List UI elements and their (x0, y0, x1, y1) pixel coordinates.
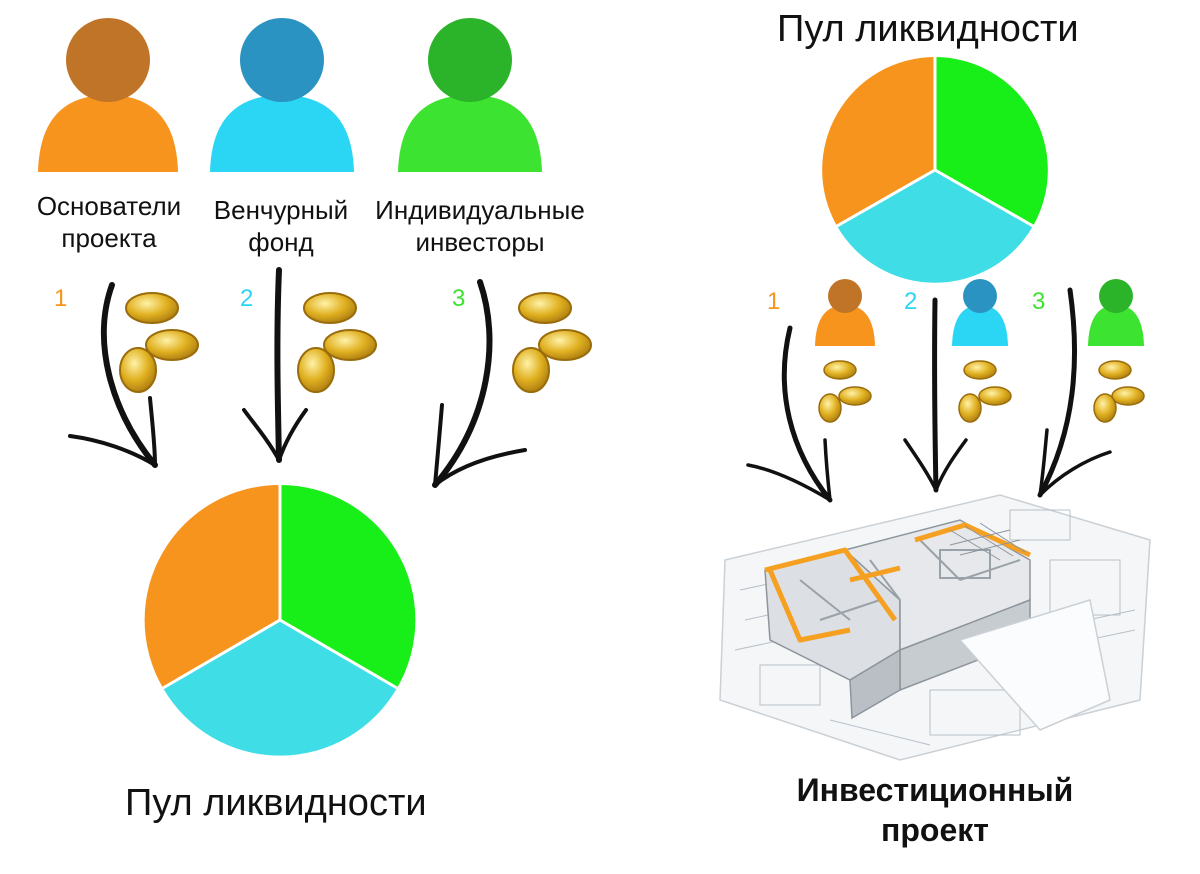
individual-label-line1: Индивидуальные (375, 195, 585, 225)
coins-small-3-icon (1093, 360, 1145, 423)
pie-right-icon (822, 57, 1048, 283)
individual-label: Индивидуальные инвесторы (360, 194, 600, 258)
person-small-founders-icon (815, 279, 875, 346)
arrow-1-icon (68, 282, 158, 468)
arrow-right-1-icon (746, 325, 833, 503)
coins-3-icon (512, 292, 592, 393)
pie-left-icon (144, 484, 416, 756)
arrow-right-3-icon (1037, 287, 1112, 498)
coins-small-2-icon (958, 360, 1012, 423)
investment-project-label-line1: Инвестиционный (796, 772, 1074, 808)
building-project-illustration-icon (719, 494, 1151, 761)
founders-label-line2: проекта (61, 223, 157, 253)
pool-title-left: Пул ликвидности (125, 782, 427, 824)
founders-label: Основатели проекта (14, 190, 204, 254)
person-individual-figure (398, 18, 542, 172)
person-venture-figure (210, 18, 354, 172)
step-number-2: 2 (240, 285, 254, 312)
person-small-individual-icon (1088, 279, 1144, 346)
person-founders-figure (38, 18, 178, 172)
pie-left-cyan (163, 620, 397, 756)
venture-label-line1: Венчурный (213, 195, 349, 225)
pie-right-orange (822, 57, 935, 226)
arrow-right-2-icon (903, 297, 968, 493)
coins-2-icon (297, 292, 377, 393)
person-small-venture-icon (952, 279, 1008, 346)
pie-left-green (280, 484, 416, 688)
pie-right-cyan (837, 170, 1033, 283)
right-step-number-3: 3 (1032, 288, 1046, 315)
venture-label: Венчурный фонд (196, 194, 366, 258)
step-number-3: 3 (452, 285, 466, 312)
venture-label-line2: фонд (248, 227, 314, 257)
individual-label-line2: инвесторы (415, 227, 545, 257)
step-number-1: 1 (54, 285, 68, 312)
founders-label-line1: Основатели (36, 191, 182, 221)
pool-title-right: Пул ликвидности (777, 8, 1079, 50)
pie-right-green (935, 57, 1048, 226)
investment-project-label: Инвестиционный проект (770, 770, 1100, 850)
right-step-number-1: 1 (767, 288, 781, 315)
coins-small-1-icon (818, 360, 872, 423)
pie-left-orange (144, 484, 280, 688)
right-step-number-2: 2 (904, 288, 918, 315)
investment-project-label-line2: проект (881, 812, 989, 848)
arrow-3-icon (432, 279, 527, 488)
coins-1-icon (119, 292, 199, 393)
